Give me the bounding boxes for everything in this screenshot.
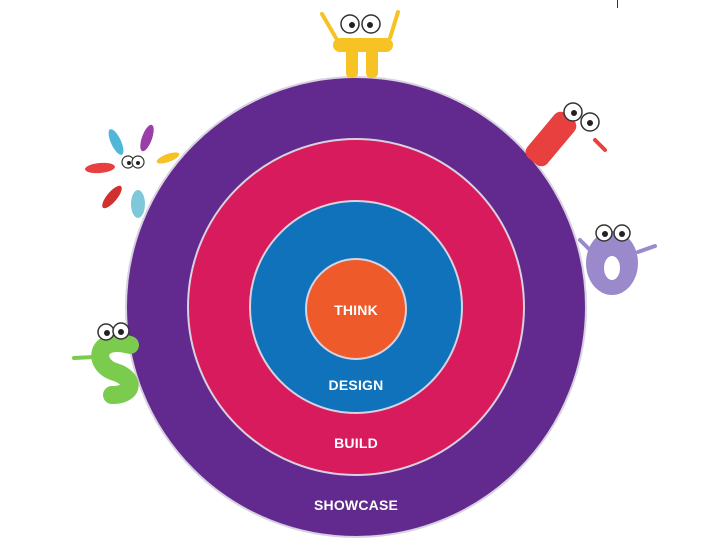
letter-s-mascot [72,322,139,404]
letter-t-mascot [320,10,400,78]
ring-label-showcase: SHOWCASE [313,497,399,513]
corner-tick [617,0,618,8]
ring-label-think: THINK [334,302,378,318]
ring-label-design: DESIGN [328,377,384,393]
letter-o-mascot [578,224,657,295]
ring-think [305,258,407,360]
letter-i-mascot [525,102,607,167]
ring-label-build: BUILD [334,435,378,451]
letter-k-mascot [85,124,180,218]
